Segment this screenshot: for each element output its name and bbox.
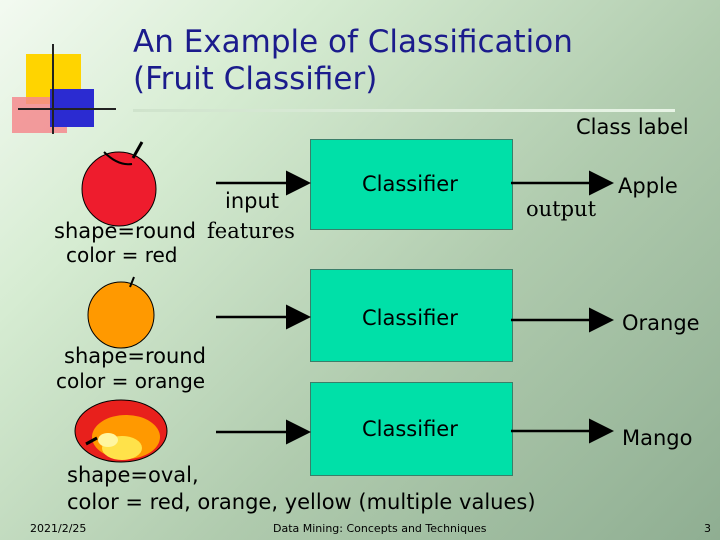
features-label: features <box>207 219 295 243</box>
input-label: input <box>225 189 279 213</box>
footer-date: 2021/2/25 <box>30 522 86 535</box>
output-label: output <box>526 197 596 221</box>
class-label-orange: Orange <box>622 311 700 335</box>
class-label-mango: Mango <box>622 426 692 450</box>
class-label-apple: Apple <box>618 174 678 198</box>
mango-feature-shape: shape=oval, <box>67 463 199 487</box>
orange-icon <box>88 277 154 348</box>
footer-page-number: 3 <box>704 522 711 535</box>
apple-icon <box>82 142 156 226</box>
apple-feature-shape: shape=round <box>54 219 196 243</box>
mango-feature-color: color = red, orange, yellow (multiple va… <box>67 490 536 514</box>
footer-course: Data Mining: Concepts and Techniques <box>273 522 487 535</box>
orange-feature-shape: shape=round <box>64 344 206 368</box>
orange-feature-color: color = orange <box>56 369 205 393</box>
mango-icon <box>75 400 167 462</box>
apple-feature-color: color = red <box>66 243 178 267</box>
